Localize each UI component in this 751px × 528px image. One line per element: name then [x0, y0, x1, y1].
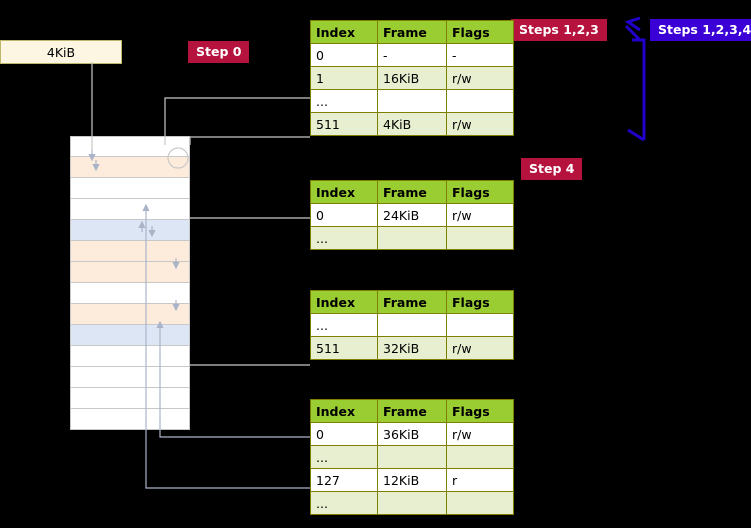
cell-index: ... [310, 89, 378, 113]
cell-frame: 16KiB [377, 66, 447, 90]
cell-index: 0 [310, 422, 378, 446]
column-header-flags: Flags [446, 20, 514, 44]
cell-index: ... [310, 226, 378, 250]
memory-row [70, 409, 190, 430]
cell-frame: 24KiB [377, 203, 447, 227]
cell-frame: 36KiB [377, 422, 447, 446]
cell-frame [377, 491, 447, 515]
column-header-index: Index [310, 180, 378, 204]
cell-index: 127 [310, 468, 378, 492]
cell-frame [377, 313, 447, 337]
table-row: 511 4KiB r/w [310, 112, 514, 136]
table-header-row: Index Frame Flags [310, 399, 514, 423]
physical-memory-column [70, 136, 190, 430]
cell-flags [446, 445, 514, 469]
page-table-3: Index Frame Flags ... 511 32KiB r/w [310, 290, 514, 360]
cell-index: 1 [310, 66, 378, 90]
cell-frame: - [377, 43, 447, 67]
table-header-row: Index Frame Flags [310, 290, 514, 314]
cell-frame [377, 445, 447, 469]
column-header-frame: Frame [377, 290, 447, 314]
table-row: 0 - - [310, 43, 514, 67]
table-row: ... [310, 313, 514, 337]
table-row: 127 12KiB r [310, 468, 514, 492]
memory-row [70, 220, 190, 241]
table-row: 1 16KiB r/w [310, 66, 514, 90]
cell-flags [446, 491, 514, 515]
table-row: ... [310, 226, 514, 250]
step-4-label: Step 4 [521, 158, 583, 180]
step-0-label: Step 0 [188, 41, 250, 63]
cell-flags: - [446, 43, 514, 67]
column-header-frame: Frame [377, 180, 447, 204]
cell-index: ... [310, 445, 378, 469]
cell-frame: 4KiB [377, 112, 447, 136]
column-header-flags: Flags [446, 180, 514, 204]
page-table-1: Index Frame Flags 0 - - 1 16KiB r/w ... [310, 20, 514, 136]
cell-frame: 32KiB [377, 336, 447, 360]
cell-index: 511 [310, 336, 378, 360]
column-header-index: Index [310, 399, 378, 423]
column-header-frame: Frame [377, 20, 447, 44]
cell-index: ... [310, 491, 378, 515]
cell-flags [446, 313, 514, 337]
table-header-row: Index Frame Flags [310, 180, 514, 204]
page-table-2: Index Frame Flags 0 24KiB r/w ... [310, 180, 514, 250]
cell-frame [377, 226, 447, 250]
table-row: ... [310, 89, 514, 113]
cell-frame: 12KiB [377, 468, 447, 492]
table-row: ... [310, 445, 514, 469]
memory-row [70, 388, 190, 409]
memory-row [70, 367, 190, 388]
cell-index: ... [310, 313, 378, 337]
cell-frame [377, 89, 447, 113]
memory-row [70, 241, 190, 262]
cell-flags: r/w [446, 336, 514, 360]
cell-index: 0 [310, 203, 378, 227]
cell-flags: r/w [446, 203, 514, 227]
cell-flags [446, 89, 514, 113]
cell-flags: r/w [446, 422, 514, 446]
column-header-index: Index [310, 20, 378, 44]
column-header-flags: Flags [446, 290, 514, 314]
memory-row [70, 325, 190, 346]
table-row: ... [310, 491, 514, 515]
steps-1234-label: Steps 1,2,3,4 [650, 19, 751, 41]
frame-size-box: 4KiB [0, 40, 122, 64]
memory-row [70, 199, 190, 220]
cell-flags: r/w [446, 112, 514, 136]
column-header-frame: Frame [377, 399, 447, 423]
memory-row [70, 346, 190, 367]
cell-flags [446, 226, 514, 250]
cell-flags: r [446, 468, 514, 492]
cell-index: 0 [310, 43, 378, 67]
table-row: 0 36KiB r/w [310, 422, 514, 446]
cell-index: 511 [310, 112, 378, 136]
memory-row [70, 157, 190, 178]
memory-row [70, 178, 190, 199]
memory-row [70, 262, 190, 283]
table-header-row: Index Frame Flags [310, 20, 514, 44]
column-header-index: Index [310, 290, 378, 314]
cell-flags: r/w [446, 66, 514, 90]
memory-row [70, 304, 190, 325]
memory-row [70, 283, 190, 304]
memory-row [70, 136, 190, 157]
steps-123-label: Steps 1,2,3 [511, 19, 607, 41]
table-row: 511 32KiB r/w [310, 336, 514, 360]
page-table-4: Index Frame Flags 0 36KiB r/w ... 127 12… [310, 399, 514, 515]
table-row: 0 24KiB r/w [310, 203, 514, 227]
column-header-flags: Flags [446, 399, 514, 423]
